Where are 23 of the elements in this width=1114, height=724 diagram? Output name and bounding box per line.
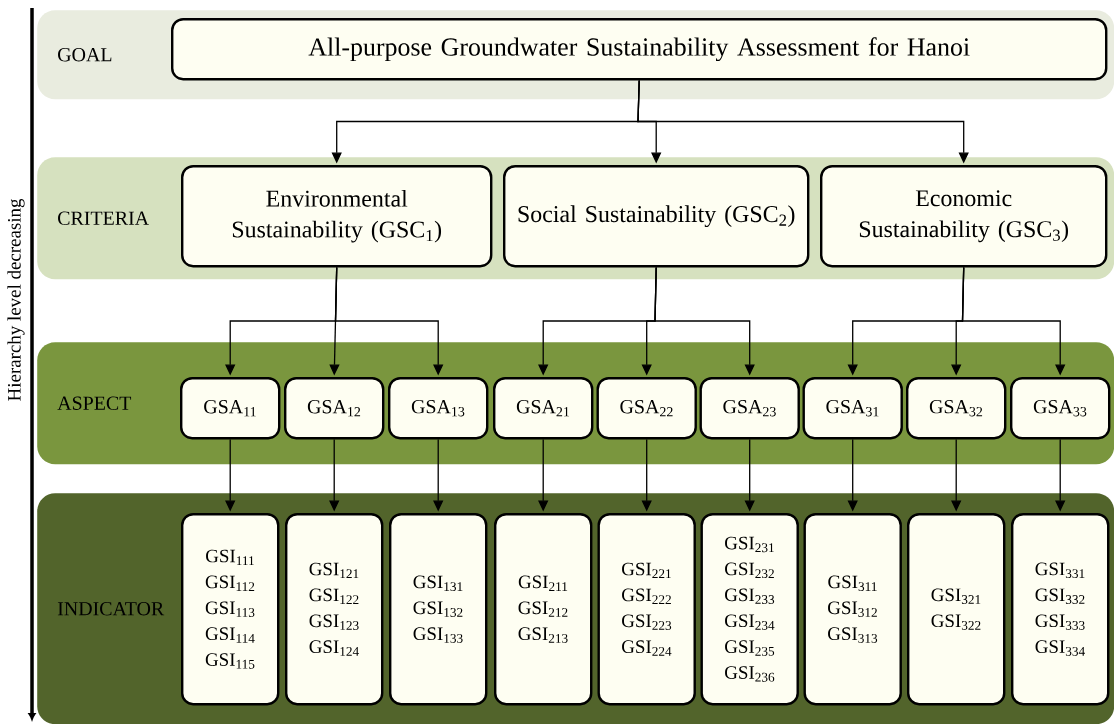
process-box: GSI$_{221}$ GSI$_{222}$ GSI$_{223}$ GSI$_{224}$ bbox=[597, 513, 696, 706]
process-box: Economic Sustainability (GSC$_{3}$) bbox=[820, 165, 1108, 268]
process-box: Social Sustainability (GSC$_{2}$) bbox=[503, 165, 810, 268]
process-box: GSA$_{23}$ bbox=[699, 377, 800, 440]
axis-label: Hierarchy level decreasing bbox=[7, 198, 25, 401]
process-box: GSI$_{131}$ GSI$_{132}$ GSI$_{133}$ bbox=[389, 513, 488, 706]
process-box: GSA$_{31}$ bbox=[802, 377, 903, 440]
process-box: Environmental Sustainability (GSC$_{1}$) bbox=[181, 165, 493, 268]
process-box: GSI$_{121}$ GSI$_{122}$ GSI$_{123}$ GSI$_{124}$ bbox=[285, 513, 384, 706]
process-box: GSI$_{321}$ GSI$_{322}$ bbox=[907, 513, 1006, 706]
process-box: GSI$_{111}$ GSI$_{112}$ GSI$_{113}$ GSI$_{114}$ GSI$_{115}$ bbox=[181, 513, 280, 706]
process-box: GSA$_{33}$ bbox=[1010, 377, 1111, 440]
process-box: GSA$_{12}$ bbox=[284, 377, 385, 440]
process-box: GSI$_{331}$ GSI$_{332}$ GSI$_{333}$ GSI$_{334}$ bbox=[1011, 513, 1110, 706]
process-box: All-purpose Groundwater Sustainability Assessment for Hanoi bbox=[171, 18, 1108, 81]
process-box: GSI$_{311}$ GSI$_{312}$ GSI$_{313}$ bbox=[803, 513, 902, 706]
process-box: GSA$_{13}$ bbox=[388, 377, 489, 440]
process-box: GSA$_{32}$ bbox=[906, 377, 1007, 440]
process-box: GSA$_{22}$ bbox=[596, 377, 697, 440]
process-box: GSI$_{211}$ GSI$_{212}$ GSI$_{213}$ bbox=[494, 513, 593, 706]
process-box: GSA$_{11}$ bbox=[180, 377, 281, 440]
process-box: GSI$_{231}$ GSI$_{232}$ GSI$_{233}$ GSI$_{234}$ GSI$_{235}$ GSI$_{236}$ bbox=[700, 513, 799, 706]
process-box: GSA$_{21}$ bbox=[493, 377, 594, 440]
